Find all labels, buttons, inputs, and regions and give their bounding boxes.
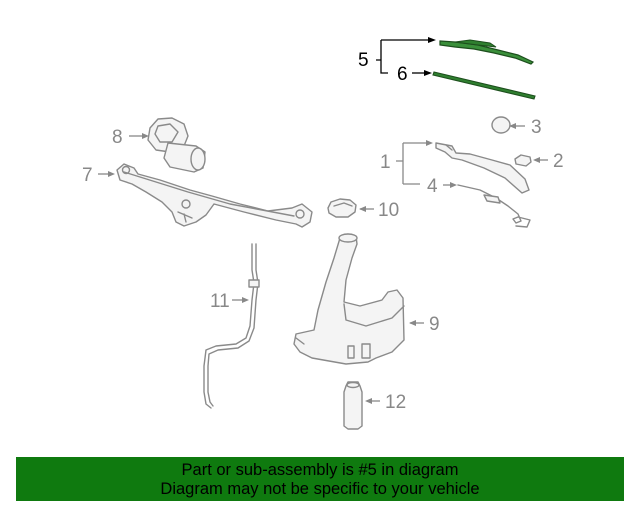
wiper-blade-adapter	[454, 39, 497, 48]
callout-11-arrow	[242, 297, 249, 303]
wiper-arm-pivot	[445, 144, 453, 151]
washer-hose-arm[interactable]	[457, 184, 531, 228]
reservoir-level-port	[361, 343, 371, 359]
callout-12-arrow	[365, 398, 372, 404]
callout-11-label: 11	[210, 291, 230, 312]
wiper-blade-assembly[interactable]	[439, 39, 535, 65]
parts-diagram: 5 6 3 2 1 4	[82, 37, 564, 430]
reservoir-cap-ridge	[333, 202, 353, 207]
callout-3-arrow	[509, 123, 516, 129]
fitment-notice-banner: Part or sub-assembly is #5 in diagram Di…	[16, 457, 624, 501]
linkage-bracket	[177, 211, 193, 223]
reservoir-seam	[343, 303, 405, 327]
fluid-bottle-body	[343, 381, 363, 430]
callout-5-label: 5	[358, 50, 369, 71]
fluid-bottle-cap	[346, 381, 360, 389]
callout-3-group[interactable]: 3	[491, 116, 542, 138]
callout-2-group[interactable]: 2	[514, 151, 564, 172]
washer-hose-main	[203, 243, 255, 409]
reservoir-filler-neck	[338, 233, 358, 243]
washer-fluid-bottle[interactable]	[343, 381, 363, 430]
callout-4-group[interactable]: 4	[427, 176, 457, 197]
callout-7-arrow	[108, 171, 115, 177]
callout-3-label: 3	[531, 117, 542, 138]
callout-5-arrow	[428, 37, 436, 43]
banner-line-2: Diagram may not be specific to your vehi…	[160, 480, 480, 498]
washer-hose[interactable]	[203, 243, 260, 409]
linkage-frame	[116, 163, 313, 228]
callout-8-group[interactable]: 8	[112, 127, 149, 148]
wiper-arm-body	[435, 142, 530, 194]
washer-hose-connector	[248, 279, 260, 288]
arm-cap-3	[491, 116, 511, 134]
wiper-arm[interactable]	[435, 142, 530, 194]
callout-6-arrow	[424, 70, 432, 76]
callout-6-label: 6	[397, 64, 408, 85]
callout-12-group[interactable]: 12	[365, 392, 406, 413]
wiper-linkage[interactable]	[116, 163, 313, 228]
callout-7-label: 7	[82, 165, 93, 186]
wiper-motor-gear-cover	[154, 123, 179, 143]
banner-line-1: Part or sub-assembly is #5 in diagram	[181, 461, 459, 479]
linkage-pivot-right	[295, 209, 305, 219]
reservoir-mount	[295, 337, 305, 345]
washer-reservoir[interactable]	[293, 233, 405, 365]
wiper-motor-endcap	[190, 147, 206, 171]
callout-9-label: 9	[429, 314, 440, 335]
callout-12-label: 12	[385, 392, 406, 413]
wiper-motor[interactable]	[147, 117, 206, 173]
linkage-rod	[123, 171, 295, 217]
callout-5-leader	[376, 39, 432, 74]
callout-9-group[interactable]: 9	[409, 314, 440, 335]
callout-8-arrow	[142, 133, 149, 139]
callout-7-group[interactable]: 7	[82, 165, 115, 186]
callout-10-arrow	[359, 206, 366, 212]
linkage-crank	[181, 199, 191, 209]
callout-4-label: 4	[427, 176, 438, 197]
reservoir-cap	[327, 198, 357, 218]
callout-2-label: 2	[553, 151, 564, 172]
wiper-insert-strip	[432, 71, 536, 100]
callout-1-arrow	[426, 140, 433, 146]
reservoir-pump-port	[347, 345, 355, 359]
callout-8-label: 8	[112, 127, 123, 148]
callout-2-arrow	[533, 157, 540, 163]
callout-9-arrow	[409, 320, 416, 326]
callout-4-arrow	[450, 182, 457, 188]
callout-11-group[interactable]: 11	[210, 291, 249, 312]
washer-hose-clip	[483, 194, 501, 204]
callout-10-label: 10	[378, 200, 399, 221]
callout-5-group[interactable]: 5	[358, 37, 436, 74]
callout-10-group[interactable]: 10	[327, 198, 399, 221]
callout-1-label: 1	[380, 152, 391, 173]
reservoir-tank	[293, 233, 405, 365]
wiper-blade-insert[interactable]	[432, 71, 536, 100]
arm-nut-2	[514, 154, 532, 167]
linkage-pivot-left	[121, 165, 131, 175]
callout-6-group[interactable]: 6	[397, 64, 432, 85]
callout-1-leader	[396, 142, 428, 185]
callout-1-group[interactable]: 1	[380, 140, 433, 185]
